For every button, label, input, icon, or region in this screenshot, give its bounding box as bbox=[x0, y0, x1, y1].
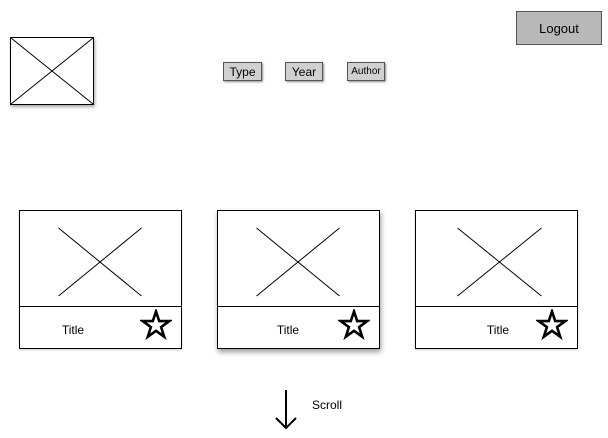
star-icon[interactable] bbox=[140, 309, 172, 341]
filter-author-button[interactable]: Author bbox=[347, 62, 385, 81]
image-placeholder-icon bbox=[58, 227, 142, 297]
card-image-placeholder bbox=[218, 211, 379, 307]
filter-type-button[interactable]: Type bbox=[223, 62, 262, 81]
item-card[interactable]: Title bbox=[415, 210, 578, 349]
arrow-down-icon bbox=[274, 388, 298, 432]
scroll-label: Scroll bbox=[312, 398, 343, 412]
logout-button[interactable]: Logout bbox=[516, 11, 602, 45]
star-icon[interactable] bbox=[338, 309, 370, 341]
logo-image-placeholder bbox=[10, 37, 94, 105]
card-title: Title bbox=[486, 323, 510, 337]
card-image-placeholder bbox=[20, 211, 181, 307]
card-title: Title bbox=[276, 323, 300, 337]
image-placeholder-icon bbox=[11, 38, 93, 104]
filter-year-button[interactable]: Year bbox=[285, 62, 323, 81]
star-icon[interactable] bbox=[536, 309, 568, 341]
card-image-placeholder bbox=[416, 211, 577, 307]
image-placeholder-icon bbox=[457, 227, 542, 297]
image-placeholder-icon bbox=[256, 227, 340, 297]
item-card[interactable]: Title bbox=[19, 210, 182, 349]
item-card[interactable]: Title bbox=[217, 210, 380, 349]
card-title: Title bbox=[61, 323, 85, 337]
